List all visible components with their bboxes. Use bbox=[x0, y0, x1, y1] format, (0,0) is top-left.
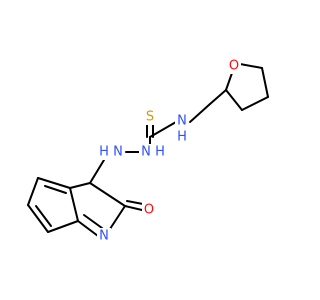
atom-label-layer: S N H O N H H N N O bbox=[97, 58, 241, 244]
n1-c7a-bond-b bbox=[83, 214, 103, 229]
benzene-bond-3 bbox=[27, 204, 49, 233]
thf-c5-c4-bond bbox=[261, 67, 269, 98]
carbonyl-bond-b bbox=[126, 200, 144, 205]
c3a-c3-bond bbox=[69, 182, 91, 189]
n-c3-bond bbox=[89, 159, 105, 184]
sulfur-atom-label: S bbox=[146, 110, 154, 125]
benzene-double-2 bbox=[35, 205, 52, 227]
molecule-structure: S N H O N H H N N O bbox=[27, 58, 269, 244]
thioamide-hydrogen-label: H bbox=[177, 130, 187, 145]
n-methylene-bond bbox=[189, 103, 211, 123]
benzene-bond-2 bbox=[27, 177, 39, 206]
hydrazine-nitrogen-1-label: N bbox=[141, 145, 151, 160]
c3-c2-bond bbox=[89, 182, 126, 207]
bond-layer bbox=[27, 63, 269, 237]
ring-oxygen-label: O bbox=[229, 59, 239, 74]
c2-n1-bond bbox=[107, 205, 126, 233]
benzene-double-1 bbox=[44, 185, 67, 194]
benzene-bond-1 bbox=[37, 177, 71, 189]
thioamide-nitrogen-label: N bbox=[177, 114, 187, 129]
benzene-bond-4 bbox=[47, 220, 79, 233]
methylene-thf-bond bbox=[209, 89, 227, 105]
thf-c3-c2-bond bbox=[225, 89, 243, 111]
carbonyl-bond-a bbox=[124, 205, 143, 211]
c7a-c3a-bond bbox=[69, 187, 79, 222]
hydrazine-hydrogen-1-label: H bbox=[155, 145, 165, 160]
n1-c7a-bond-a bbox=[77, 220, 99, 237]
thioamide-c-n-bond bbox=[149, 121, 177, 138]
indole-nitrogen-label: N bbox=[99, 229, 109, 244]
carbonyl-oxygen-label: O bbox=[144, 203, 154, 218]
thf-c2-o-bond bbox=[225, 72, 233, 91]
thf-o-c5-bond bbox=[239, 63, 263, 69]
hydrazine-hydrogen-2-label: H bbox=[99, 145, 109, 160]
thf-c4-c3-bond bbox=[241, 96, 269, 111]
hydrazine-nitrogen-2-label: N bbox=[113, 145, 123, 160]
